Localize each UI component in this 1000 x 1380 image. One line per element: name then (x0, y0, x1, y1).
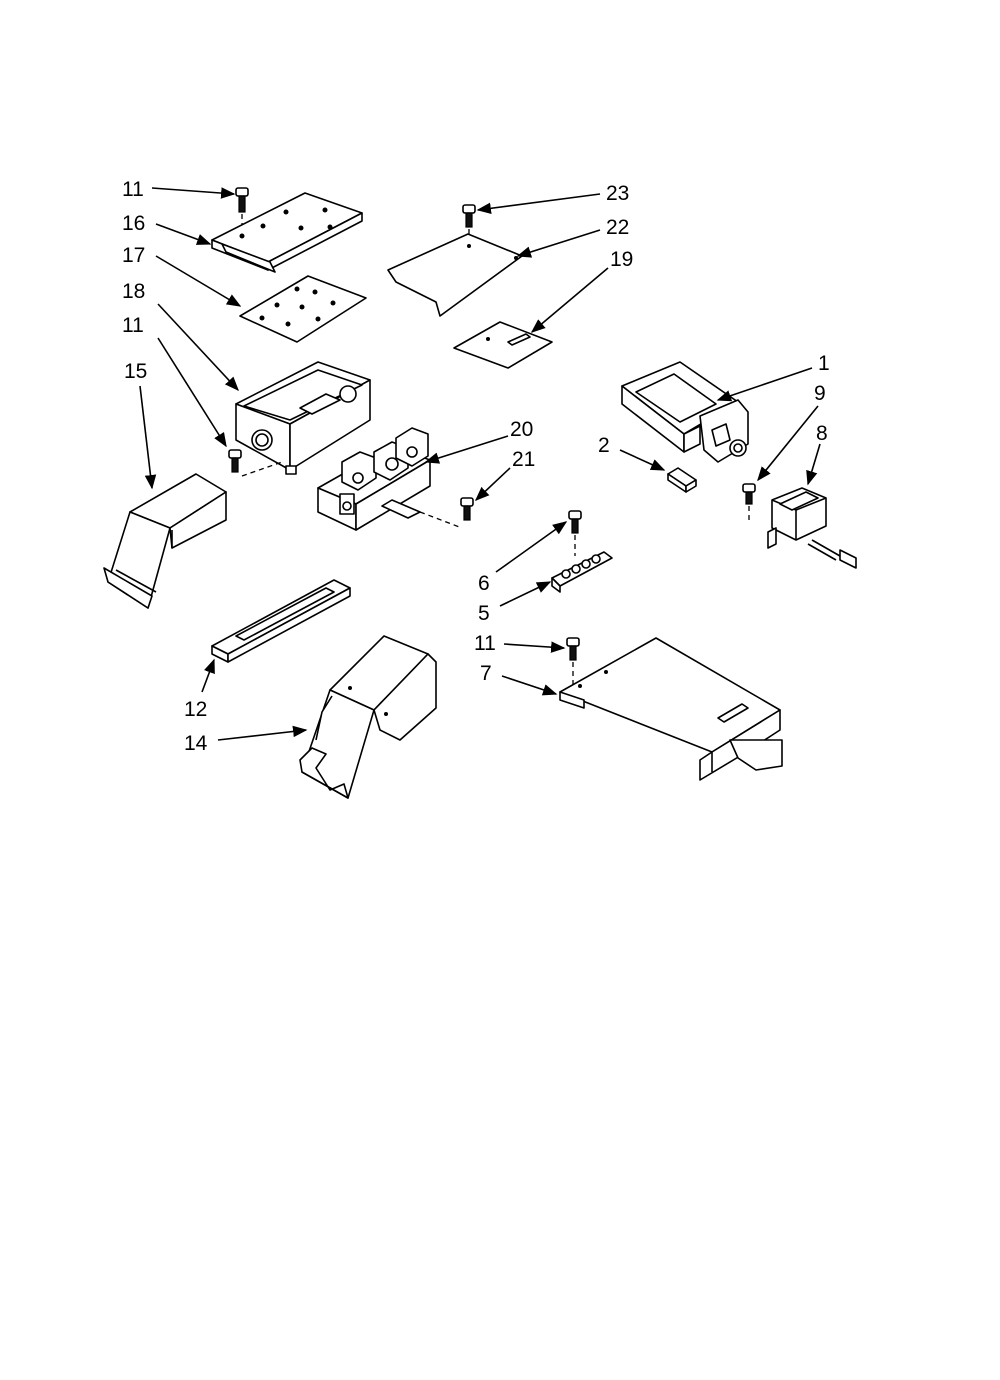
part-22-cover-plate (387, 233, 523, 317)
callout-11-middle: 11 (122, 314, 144, 337)
leader-21 (474, 467, 511, 501)
callout-22: 22 (606, 216, 629, 239)
part-6-screw (568, 510, 582, 556)
leader-7 (501, 675, 558, 696)
leader-14 (217, 725, 308, 741)
part-20-terminal-block (317, 427, 431, 531)
callout-11-top: 11 (122, 178, 144, 201)
part-8-transformer (767, 487, 857, 569)
leader-5 (499, 581, 552, 607)
callout-2: 2 (598, 434, 610, 457)
part-2-clip (667, 467, 697, 493)
leader-12 (201, 658, 215, 693)
leader-11-top (151, 187, 236, 199)
callout-19: 19 (610, 248, 633, 271)
part-12-rail (211, 579, 351, 663)
leader-22 (516, 229, 601, 258)
part-17-insulator-plate (239, 275, 367, 343)
callout-7: 7 (480, 662, 492, 685)
leader-1 (716, 367, 813, 402)
part-7-bracket-plate (559, 637, 783, 781)
part-16-mounting-plate (211, 192, 363, 273)
leader-2 (619, 449, 666, 471)
leader-6 (495, 521, 568, 573)
part-14-bracket (299, 635, 437, 799)
callout-9: 9 (814, 382, 826, 405)
part-15-bracket (103, 473, 227, 609)
callout-5: 5 (478, 602, 490, 625)
part-18-junction-box (235, 361, 371, 475)
leader-9 (757, 405, 819, 482)
leader-20 (424, 435, 509, 464)
leader-23 (476, 193, 601, 215)
leader-8 (806, 443, 821, 486)
part-1-control-assembly (621, 361, 749, 463)
leader-15 (139, 385, 157, 490)
part-5-terminal-strip (551, 551, 613, 593)
part-11-screw-lower (566, 637, 580, 686)
part-9-screw (742, 483, 756, 524)
callout-labels: 11 16 17 18 11 15 23 22 19 1 9 8 20 21 2… (122, 178, 830, 755)
part-19-plate (453, 321, 553, 369)
part-21-screw (419, 497, 474, 529)
callout-18: 18 (122, 280, 145, 303)
callout-1: 1 (818, 352, 830, 375)
callout-14: 14 (184, 732, 208, 755)
callout-15: 15 (124, 360, 147, 383)
callout-12: 12 (184, 698, 207, 721)
callout-17: 17 (122, 244, 145, 267)
callout-23: 23 (606, 182, 629, 205)
leader-11-lower (503, 641, 566, 653)
callout-11-lower: 11 (474, 632, 496, 655)
callout-21: 21 (512, 448, 535, 471)
leader-lines (139, 187, 821, 741)
leader-19 (530, 267, 609, 333)
leader-18 (157, 303, 239, 392)
leader-17 (155, 255, 242, 307)
leader-11-middle (157, 337, 227, 448)
callout-16: 16 (122, 212, 145, 235)
callout-6: 6 (478, 572, 490, 595)
leader-16 (155, 223, 212, 245)
callout-20: 20 (510, 418, 533, 441)
part-11-screw-middle (228, 449, 283, 477)
callout-8: 8 (816, 422, 828, 445)
